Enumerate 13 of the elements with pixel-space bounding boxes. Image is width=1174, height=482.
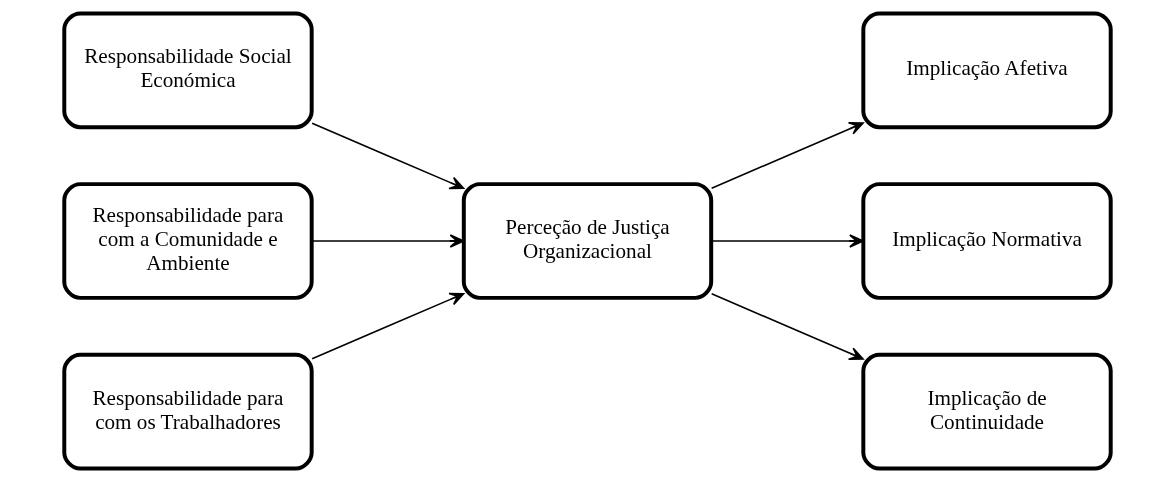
arrow xyxy=(710,293,864,360)
arrow xyxy=(310,234,464,248)
arrow xyxy=(310,122,464,190)
arrow xyxy=(710,122,864,189)
node-box: Perceção de Justiça Organizacional xyxy=(461,182,713,300)
arrow xyxy=(310,292,464,360)
node-box: Responsabilidade para com os Trabalhadores xyxy=(61,352,314,471)
arrow xyxy=(710,234,864,248)
node-box: Implicação Normativa xyxy=(860,182,1113,300)
node-box: Implicação Afetiva xyxy=(860,11,1113,130)
node-box: Responsabilidade para com a Comunidade e Ambiente xyxy=(61,182,314,300)
node-box: Implicação de Continuidade xyxy=(860,352,1113,471)
node-box: Responsabilidade Social Económica xyxy=(61,11,314,130)
